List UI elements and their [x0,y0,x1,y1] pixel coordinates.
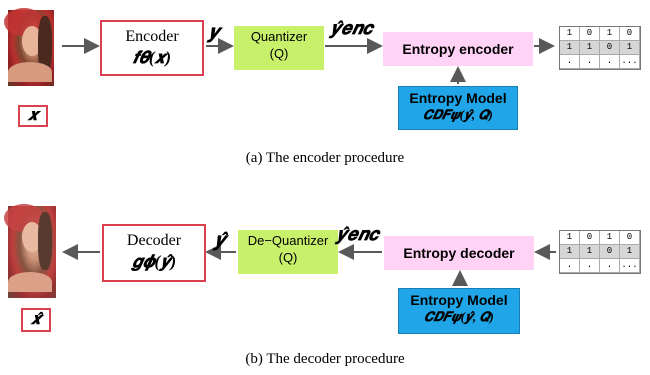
decoder-y-enc-label: 𝒚̂𝒆𝒏𝒄 [336,224,379,244]
y-label: 𝒚 [208,22,220,43]
encoder-box: Encoder 𝒇𝜽(𝒙) [100,20,204,76]
decoder-box: Decoder 𝒈𝝓(𝒚̂) [102,224,206,282]
bit-cell: 1 [560,245,580,259]
entropy-model-encoder-box: Entropy Model 𝑪𝑫𝑭𝝍(𝒚̂, 𝑸) [398,86,518,130]
bit-cell: . [600,259,620,273]
output-image [4,204,56,298]
bit-cell: 1 [560,231,580,245]
bit-cell: . [580,55,600,69]
encoder-function: 𝒇𝜽(𝒙) [132,48,172,67]
entropy-encoder-box: Entropy encoder [383,32,533,66]
decoder-title: Decoder [126,232,182,249]
entropy-decoder-box: Entropy decoder [384,236,534,270]
bit-cell: 1 [580,41,600,55]
bit-cell: 1 [620,245,640,259]
bit-cell: . [560,259,580,273]
bit-cell: 1 [600,231,620,245]
encoder-title: Encoder [125,28,179,45]
output-x-hat-label-box: 𝒙̂ [21,308,51,332]
quantizer-box: Quantizer (Q) [234,26,324,70]
bit-cell: 1 [560,41,580,55]
decoder-bitstream-grid: 1 0 1 0 1 1 0 1 . . . ... [559,230,641,274]
input-image [4,8,54,86]
bit-cell: 1 [560,27,580,41]
bit-cell: ... [620,55,640,69]
y-enc-label: 𝒚̂𝒆𝒏𝒄 [330,18,373,38]
bit-cell: 1 [580,245,600,259]
entropy-model-encoder-title: Entropy Model [409,90,507,106]
dequantizer-box: De−Quantizer (Q) [238,230,338,274]
bit-cell: 0 [600,41,620,55]
bit-cell: 1 [600,27,620,41]
input-x-label: 𝒙 [27,107,39,124]
entropy-model-decoder-formula: 𝑪𝑫𝑭𝝍(𝒚̂, 𝑸) [424,309,494,324]
input-x-label-box: 𝒙 [18,105,48,127]
bit-cell: . [580,259,600,273]
bit-cell: . [560,55,580,69]
bit-cell: 0 [600,245,620,259]
output-x-hat-label: 𝒙̂ [30,311,42,328]
bit-cell: . [600,55,620,69]
entropy-model-encoder-formula: 𝑪𝑫𝑭𝝍(𝒚̂, 𝑸) [423,107,493,122]
bit-cell: 0 [580,27,600,41]
y-hat-label: 𝒚̂ [214,230,226,251]
bit-cell: 0 [620,231,640,245]
quantizer-q: (Q) [269,46,289,61]
encoder-bitstream-grid: 1 0 1 0 1 1 0 1 . . . ... [559,26,641,70]
decoder-function: 𝒈𝝓(𝒚̂) [131,252,177,271]
entropy-model-decoder-box: Entropy Model 𝑪𝑫𝑭𝝍(𝒚̂, 𝑸) [398,288,520,334]
bit-cell: 0 [620,27,640,41]
entropy-encoder-label: Entropy encoder [402,41,514,57]
quantizer-title: Quantizer [250,29,308,44]
caption-decoder: (b) The decoder procedure [245,351,405,367]
entropy-model-decoder-title: Entropy Model [410,292,508,308]
entropy-decoder-label: Entropy decoder [403,245,515,261]
bit-cell: 1 [620,41,640,55]
bit-cell: ... [620,259,640,273]
dequantizer-title: De−Quantizer [247,233,329,248]
bit-cell: 0 [580,231,600,245]
dequantizer-q: (Q) [278,250,298,265]
caption-encoder: (a) The encoder procedure [245,150,405,166]
